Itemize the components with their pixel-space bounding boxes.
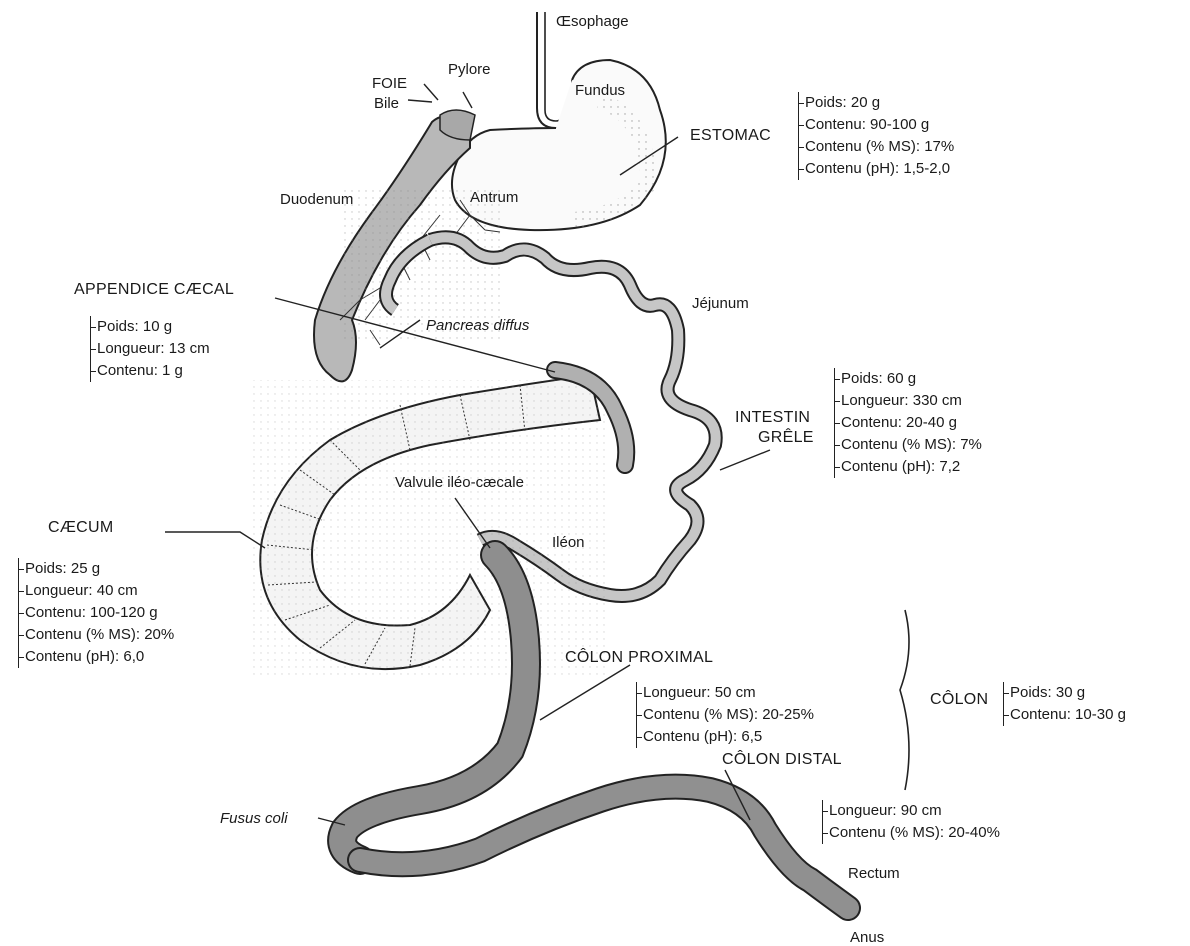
stat-item: Poids: 30 g [1010,682,1126,704]
stat-item: Contenu (% MS): 20% [25,624,174,646]
stat-item: Longueur: 50 cm [643,682,814,704]
fusus-coli-label: Fusus coli [220,811,288,826]
anus-label: Anus [850,930,884,945]
stat-item: Contenu (pH): 6,5 [643,726,814,748]
jejunum-label: Jéjunum [692,296,749,311]
stat-item: Poids: 10 g [97,316,210,338]
rectum-label: Rectum [848,866,900,881]
fundus-label: Fundus [575,83,625,98]
stat-item: Contenu (% MS): 17% [805,136,954,158]
distal-colon-title: CÔLON DISTAL [722,752,842,768]
stomach-title: ESTOMAC [690,128,771,144]
stat-item: Longueur: 90 cm [829,800,1000,822]
small-intestine-title-2: GRÊLE [758,430,814,446]
liver-label: FOIE [372,76,407,91]
duodenum-label: Duodenum [280,192,353,207]
pylorus-label: Pylore [448,62,491,77]
oesophagus-label: Œsophage [556,14,629,29]
stat-item: Longueur: 40 cm [25,580,174,602]
small-intestine-title-1: INTESTIN [735,410,810,426]
colon-stats: Poids: 30 g Contenu: 10-30 g [1003,682,1126,726]
pancreas-label: Pancreas diffus [426,318,529,333]
stat-item: Contenu: 10-30 g [1010,704,1126,726]
stat-item: Contenu (% MS): 7% [841,434,982,456]
colon-title: CÔLON [930,692,988,708]
stat-item: Contenu (pH): 6,0 [25,646,174,668]
stat-item: Contenu: 20-40 g [841,412,982,434]
stat-item: Contenu (pH): 7,2 [841,456,982,478]
stat-item: Contenu (pH): 1,5-2,0 [805,158,954,180]
distal-colon-stats: Longueur: 90 cm Contenu (% MS): 20-40% [822,800,1000,844]
stat-item: Poids: 60 g [841,368,982,390]
appendix-stats: Poids: 10 g Longueur: 13 cm Contenu: 1 g [90,316,210,382]
caecum-title: CÆCUM [48,520,114,536]
stat-item: Poids: 25 g [25,558,174,580]
small-intestine-stats: Poids: 60 g Longueur: 330 cm Contenu: 20… [834,368,982,478]
ileocecal-valve-label: Valvule iléo-cæcale [395,475,524,490]
stat-item: Longueur: 13 cm [97,338,210,360]
stat-item: Longueur: 330 cm [841,390,982,412]
stat-item: Contenu: 90-100 g [805,114,954,136]
appendix-title: APPENDICE CÆCAL [74,282,234,298]
antrum-label: Antrum [470,190,518,205]
stat-item: Contenu: 1 g [97,360,210,382]
proximal-colon-stats: Longueur: 50 cm Contenu (% MS): 20-25% C… [636,682,814,748]
caecum-stats: Poids: 25 g Longueur: 40 cm Contenu: 100… [18,558,174,668]
stat-item: Contenu (% MS): 20-40% [829,822,1000,844]
stomach-stats: Poids: 20 g Contenu: 90-100 g Contenu (%… [798,92,954,180]
proximal-colon-title: CÔLON PROXIMAL [565,650,713,666]
ileum-label: Iléon [552,535,585,550]
stat-item: Poids: 20 g [805,92,954,114]
stat-item: Contenu: 100-120 g [25,602,174,624]
stat-item: Contenu (% MS): 20-25% [643,704,814,726]
bile-label: Bile [374,96,399,111]
